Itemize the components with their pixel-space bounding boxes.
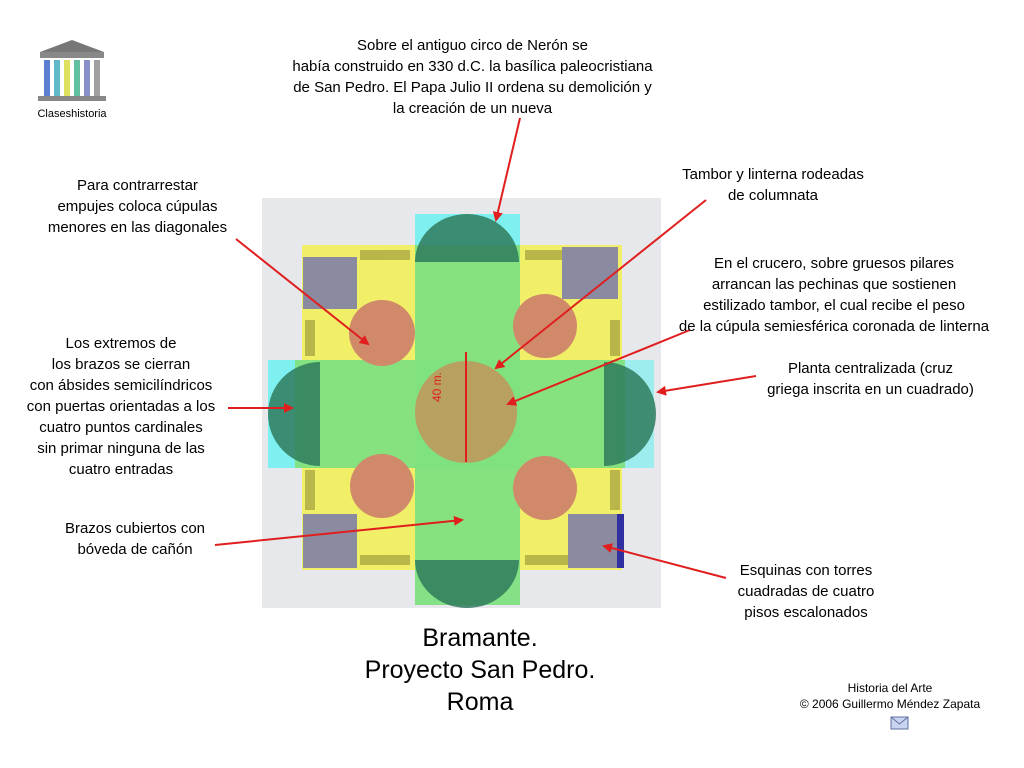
dome-bottom-left [350, 454, 414, 518]
apse-top [415, 214, 519, 262]
annotation-left: Los extremos de los brazos se cierran co… [26, 335, 216, 478]
annotation-upper-right: Tambor y linterna rodeadas de columnata [682, 166, 864, 204]
dome-top-right [513, 294, 577, 358]
arrow-right-mid [506, 329, 691, 406]
annotation-right-mid: En el crucero, sobre gruesos pilares arr… [678, 255, 990, 335]
annotation-bottom-right: Esquinas con torres cuadradas de cuatro … [737, 562, 875, 621]
tower-top-right [562, 247, 618, 299]
arrow-top [492, 117, 521, 222]
credit: Historia del Arte © 2006 Guillermo Ménde… [799, 681, 981, 711]
annotation-lower-left: Brazos cubiertos con bóveda de cañón [64, 520, 206, 558]
apse-left [268, 362, 320, 466]
annotation-top: Sobre el antiguo circo de Nerón se había… [292, 37, 653, 117]
envelope-icon [890, 716, 909, 730]
apse-right [604, 362, 656, 466]
slide-title: Bramante. Proyecto San Pedro. Roma [364, 624, 596, 716]
dome-bottom-right [513, 456, 577, 520]
annotation-upper-left: Para contrarrestar empujes coloca cúpula… [47, 177, 228, 236]
annotation-right-lower: Planta centralizada (cruz griega inscrit… [767, 360, 974, 398]
arrow-lower-left [214, 515, 464, 546]
tower-top-left [303, 257, 357, 309]
tower-bottom-right [568, 514, 620, 568]
logo-label: Claseshistoria [37, 108, 107, 120]
arrow-upper-left [235, 238, 370, 346]
tower-bottom-left [303, 514, 357, 568]
apse-bottom [415, 560, 519, 608]
arrow-upper-right [494, 199, 707, 370]
arrow-right-lower [656, 375, 757, 396]
dome-top-left [349, 300, 415, 366]
dimension-label: 40 m. [430, 371, 444, 402]
arrow-bottom-right [602, 543, 727, 579]
